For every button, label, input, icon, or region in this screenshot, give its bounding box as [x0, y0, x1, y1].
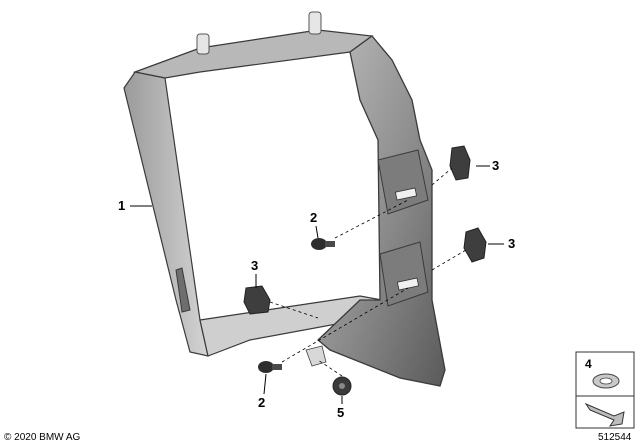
clip-nut-3c	[243, 285, 271, 315]
screw-2b	[258, 361, 282, 373]
frame-part-1	[123, 11, 383, 357]
clip-nut-3a	[449, 145, 471, 181]
callout-2-upper: 2	[310, 210, 318, 225]
diagram-id: 512544	[598, 432, 632, 443]
callout-3-left: 3	[251, 258, 259, 273]
legend-box-4	[575, 351, 635, 397]
callout-5: 5	[337, 405, 345, 420]
callout-2-lower: 2	[258, 395, 266, 410]
legend-number-4: 4	[585, 357, 592, 371]
copyright-text: © 2020 BMW AG	[4, 432, 81, 443]
callout-1: 1	[118, 198, 126, 213]
assembly-lines	[269, 167, 467, 377]
side-panel	[317, 35, 446, 387]
clip-nut-3b	[463, 227, 487, 263]
legend-box-arrow	[575, 395, 635, 429]
nut-5	[332, 376, 352, 396]
callout-3-middle: 3	[508, 236, 516, 251]
small-bracket	[305, 345, 327, 367]
callout-3-top: 3	[492, 158, 500, 173]
screw-2a	[311, 238, 335, 250]
leader-lines	[130, 165, 504, 404]
